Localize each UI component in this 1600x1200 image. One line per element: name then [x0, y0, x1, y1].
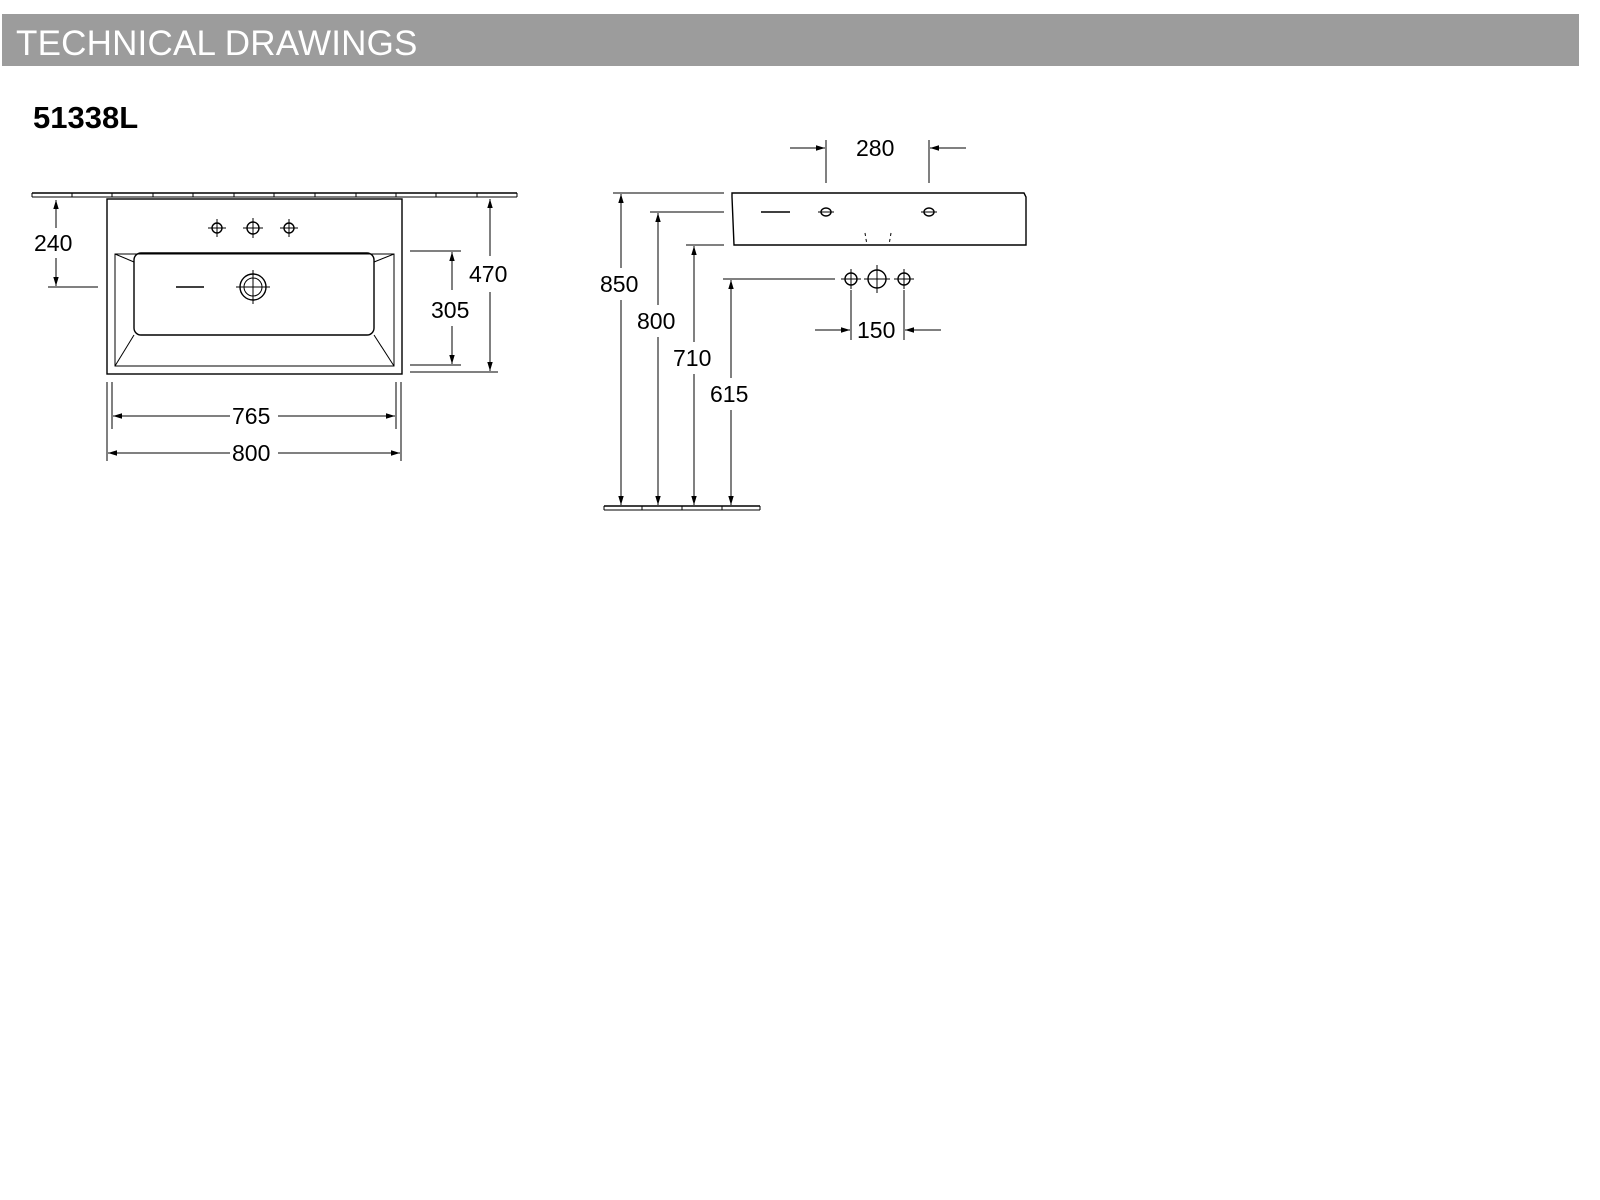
outlet-icon: [841, 269, 861, 289]
dim-710: 710: [673, 345, 711, 371]
dim-800-width: 800: [232, 440, 270, 466]
outlet-icon: [894, 269, 914, 289]
wall-strip: [31, 192, 518, 198]
tap-hole-icon: [243, 218, 263, 238]
tap-marker-icon: [818, 207, 834, 217]
basin-side-profile: [731, 192, 1027, 246]
dim-240: 240: [34, 230, 72, 256]
tap-hole-icon: [208, 219, 226, 237]
basin-bowl: [133, 252, 375, 336]
dim-280: 280: [856, 135, 894, 161]
dim-470: 470: [469, 261, 507, 287]
dim-800-height: 800: [637, 308, 675, 334]
dim-305: 305: [431, 297, 469, 323]
floor-strip: [603, 505, 761, 511]
side-view: 280 850 800 710 615: [600, 135, 1027, 511]
basin-rim: [114, 253, 395, 367]
dim-765: 765: [232, 403, 270, 429]
drain-icon: [236, 270, 270, 304]
basin-outline: [106, 198, 403, 375]
tap-marker-icon: [921, 207, 937, 217]
dim-615: 615: [710, 381, 748, 407]
model-code: 51338L: [33, 100, 139, 135]
dim-150: 150: [857, 317, 895, 343]
header-banner: TECHNICAL DRAWINGS: [2, 14, 1579, 66]
tap-hole-icon: [280, 219, 298, 237]
outlet-icon: [864, 265, 890, 293]
header-title: TECHNICAL DRAWINGS: [16, 24, 418, 63]
top-view: 240 305 470 765 800: [31, 192, 518, 466]
dim-850: 850: [600, 271, 638, 297]
